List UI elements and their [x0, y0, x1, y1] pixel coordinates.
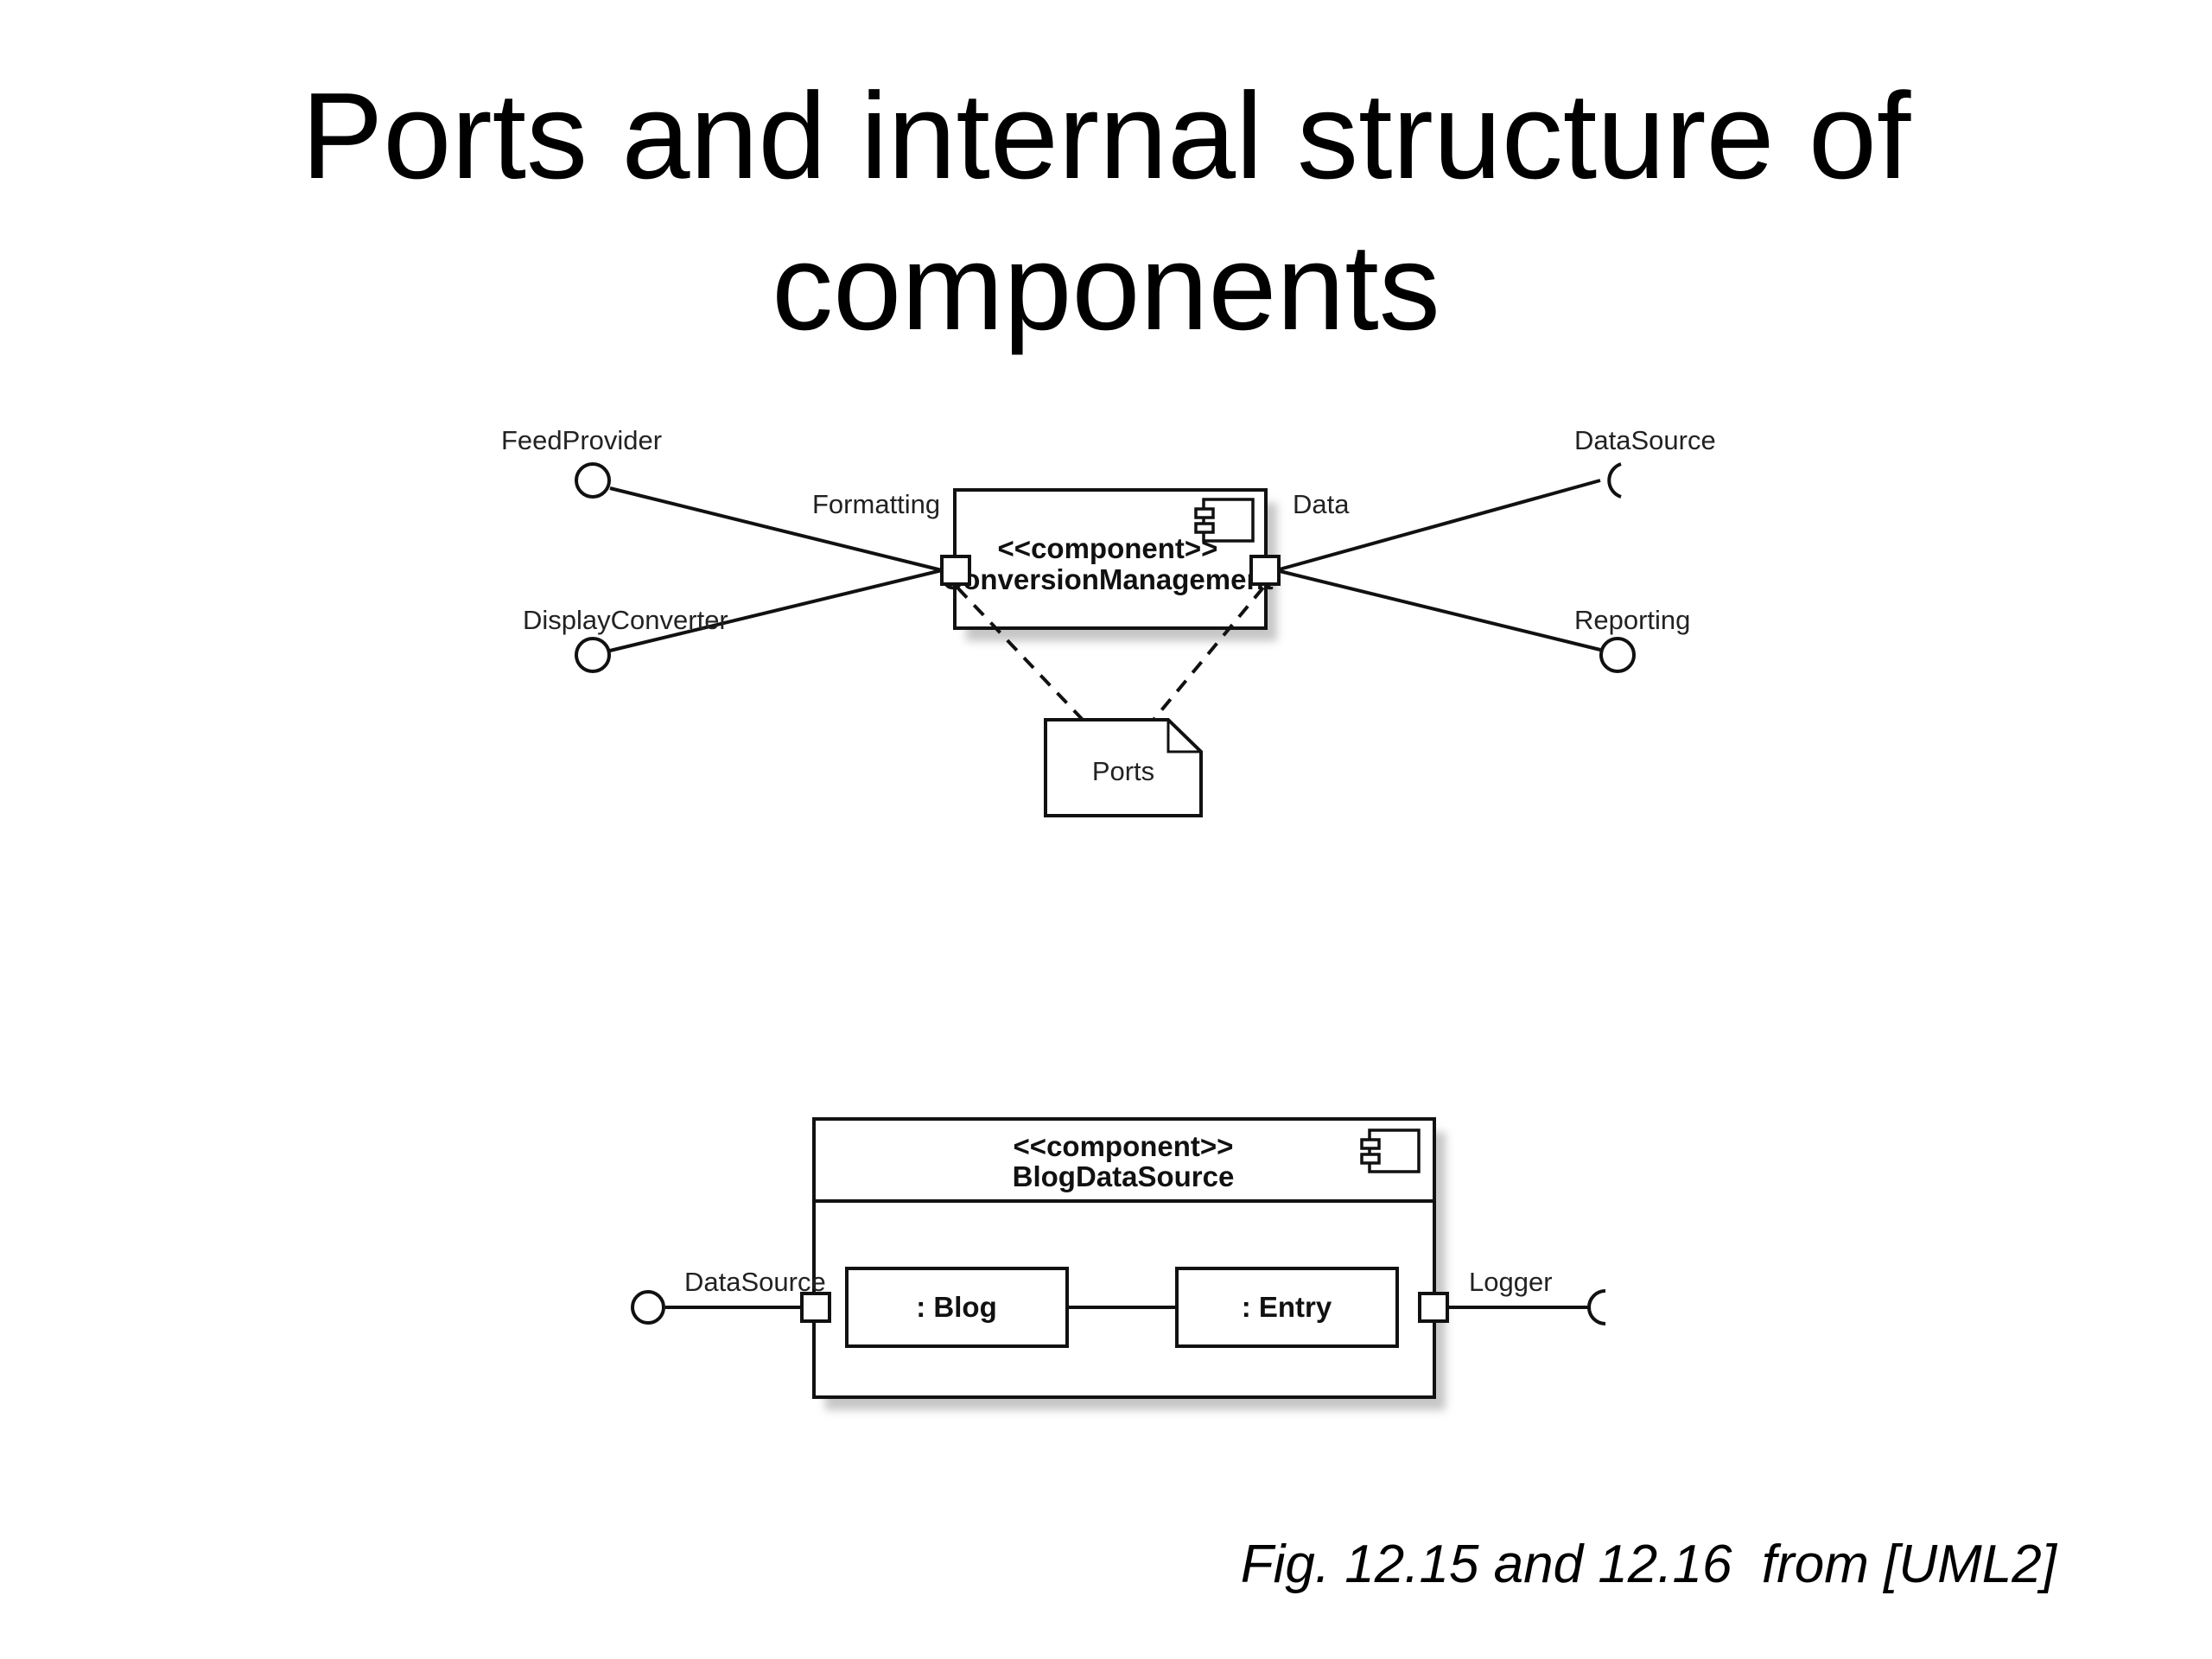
entry-part-label: : Entry: [1242, 1291, 1332, 1323]
ports-note: [1044, 718, 1203, 817]
component-name-label: ConversionManagement: [942, 563, 1273, 595]
display-converter-label: DisplayConverter: [523, 605, 728, 635]
data-source-interface: [631, 1290, 665, 1325]
logger-socket: [1587, 1289, 1606, 1325]
feed-provider-interface: [575, 462, 611, 499]
data-source-port-label: DataSource: [684, 1267, 826, 1297]
data-source-label: DataSource: [1574, 425, 1716, 455]
reporting-line: [1275, 569, 1601, 652]
logger-port: [1418, 1292, 1449, 1323]
feed-provider-label: FeedProvider: [501, 425, 662, 455]
blog-part-label: : Blog: [916, 1291, 996, 1323]
reporting-label: Reporting: [1574, 605, 1690, 635]
slide-title: Ports and internal structure of componen…: [0, 60, 2212, 363]
display-converter-interface: [575, 637, 611, 673]
blog-data-source-component: [812, 1117, 1436, 1399]
component-icon-2: [1360, 1128, 1421, 1173]
title-line-2: components: [772, 219, 1440, 356]
left-port: [940, 555, 971, 586]
component-name-label-2: BlogDataSource: [1013, 1160, 1235, 1192]
note-label: Ports: [1092, 756, 1154, 786]
right-port: [1249, 555, 1281, 586]
note-fold: [1166, 720, 1201, 753]
figure-caption: Fig. 12.15 and 12.16 from [UML2]: [1240, 1535, 2056, 1594]
data-port-label: Data: [1293, 489, 1350, 519]
component-icon: [1194, 498, 1255, 543]
stereotype-label-2: <<component>>: [1014, 1130, 1234, 1162]
data-source-line: [1275, 479, 1601, 572]
title-line-1: Ports and internal structure of: [301, 67, 1911, 205]
formatting-port-label: Formatting: [812, 489, 940, 519]
data-source-port: [800, 1292, 831, 1323]
data-source-socket: [1607, 462, 1622, 499]
note-anchor-right: [1152, 586, 1265, 721]
logger-port-label: Logger: [1469, 1267, 1553, 1297]
feed-provider-line: [609, 486, 943, 572]
reporting-interface: [1599, 637, 1636, 673]
display-converter-line: [609, 569, 943, 652]
stereotype-label: <<component>>: [998, 532, 1218, 564]
note-anchor-left: [956, 586, 1084, 721]
